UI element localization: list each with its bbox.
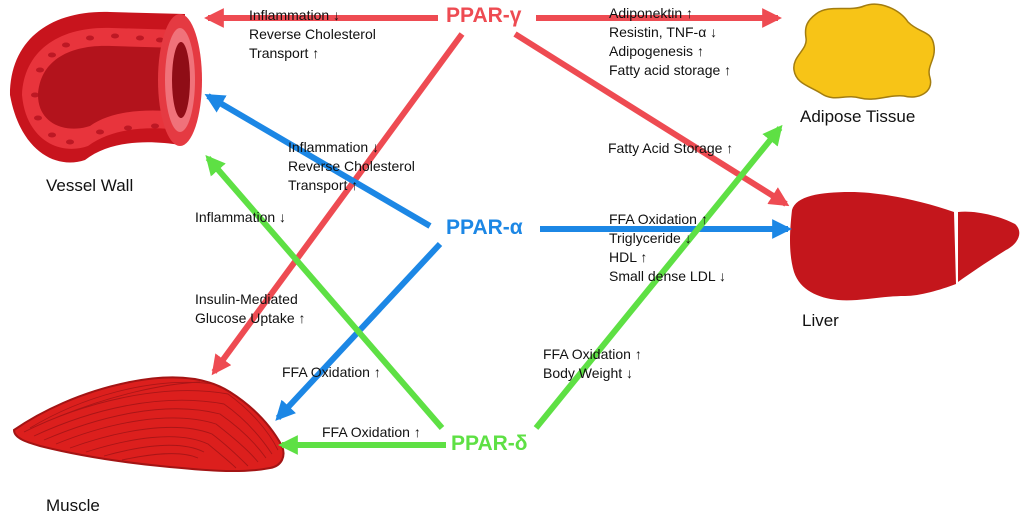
delta-to-adipose-arrow xyxy=(533,124,783,430)
vessel-wall-label: Vessel Wall xyxy=(46,176,134,195)
delta-muscle-effects: FFA Oxidation ↑ xyxy=(322,424,421,440)
alpha-muscle-effects: FFA Oxidation ↑ xyxy=(282,364,381,380)
delta-vessel-effects: Inflammation ↓ xyxy=(195,209,287,225)
alpha-liver-effects: FFA Oxidation ↑ Triglyceride ↓ HDL ↑ Sma… xyxy=(609,211,726,284)
adipose-tissue-label: Adipose Tissue xyxy=(800,107,916,126)
gamma-liver-effects: Fatty Acid Storage ↑ xyxy=(608,140,734,156)
ppar-delta-label: PPAR-δ xyxy=(451,432,528,455)
delta-adipose-effects: FFA Oxidation ↑ Body Weight ↓ xyxy=(543,346,642,381)
gamma-muscle-effects: Insulin-Mediated Glucose Uptake ↑ xyxy=(195,291,306,326)
ppar-gamma-label: PPAR-γ xyxy=(446,4,522,27)
delta-to-vessel-arrow xyxy=(205,155,445,430)
adipose-tissue-icon xyxy=(793,3,935,100)
liver-icon xyxy=(790,192,1020,301)
alpha-vessel-effects: Inflammation ↓ Reverse Cholesterol Trans… xyxy=(288,139,415,193)
ppar-alpha-label: PPAR-α xyxy=(446,216,523,239)
liver-label: Liver xyxy=(802,311,839,330)
gamma-vessel-effects: Inflammation ↓ Reverse Cholesterol Trans… xyxy=(249,7,376,61)
gamma-to-muscle-arrow xyxy=(211,32,465,376)
alpha-to-vessel-arrow xyxy=(204,93,432,229)
vessel-wall-icon xyxy=(10,11,202,163)
gamma-adipose-effects: Adiponektin ↑ Resistin, TNF-α ↓ Adipogen… xyxy=(609,5,732,78)
muscle-icon xyxy=(12,376,285,473)
muscle-label: Muscle xyxy=(46,496,100,515)
ppar-gamma-arrows xyxy=(204,8,790,376)
ppar-delta-arrows xyxy=(205,124,783,455)
